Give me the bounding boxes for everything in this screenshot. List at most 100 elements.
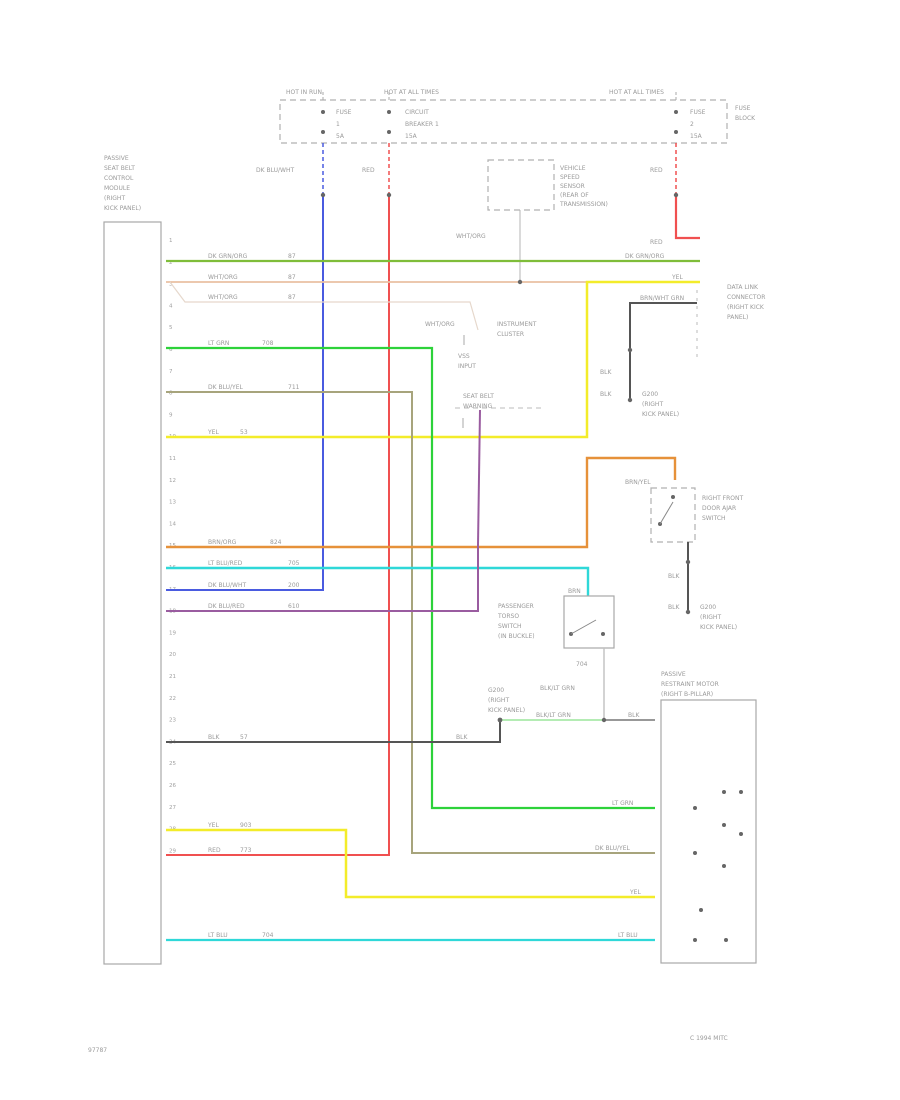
module-pin-25: 25 [169,761,176,767]
module-pin-5: 5 [169,325,173,331]
module-pin-26: 26 [169,783,176,789]
fuse-left-terminal-bottom [321,130,325,134]
instrument-cluster: WHT/ORG INSTRUMENT CLUSTER VSS INPUT [425,321,537,370]
motor-name-2: RESTRAINT MOTOR [661,681,719,688]
door-blk-label-2: BLK [668,604,680,611]
wire-label-w2b: 87 [288,253,296,260]
breaker-amp: 15A [405,133,418,140]
breaker-terminal-top [387,110,391,114]
wire-label-w3a: WHT/ORG [208,274,238,281]
ground1-name-1: G200 [642,391,658,398]
vss-input-1: VSS [458,353,470,360]
wire-label-w22a: YEL [207,822,219,829]
hot-label-1: HOT IN RUN [286,89,322,96]
breaker-terminal-bottom [387,130,391,134]
wire-label-w6b: 711 [288,384,300,391]
module-pin-11: 11 [169,456,176,462]
wire-pin-19-blk: BLK 57 BLK [166,717,503,743]
seat-belt-name-2: WARNING [463,403,493,410]
wire-pin-22-yel: YEL 903 YEL [166,822,655,899]
dlc-name-2: CONNECTOR [727,294,765,301]
hot-label-3: HOT AT ALL TIMES [609,89,664,96]
wire-pin-6-dk-blu-yel: DK BLU/YEL 711 DK BLU/YEL [166,384,655,854]
door-top-label: BRN/YEL [625,479,651,486]
door-ajar-switch: BRN/YEL RIGHT FRONT DOOR AJAR SWITCH BLK… [625,479,744,631]
wire-label-w26b: 704 [262,932,274,939]
motor-outline [660,699,757,964]
wire-label-w14b: 610 [288,603,300,610]
wire-label-w13b: 200 [288,582,300,589]
door-switch-name-3: SWITCH [702,515,726,522]
module-pin-22: 22 [169,696,176,702]
fuse-left-amp: 5A [336,133,345,140]
wire-label-w12b: 705 [288,560,300,567]
module-pin-27: 27 [169,805,176,811]
hot-label-2: HOT AT ALL TIMES [384,89,439,96]
wire-pin-13-dk-blu-wht: DK BLU/WHT 200 [208,582,300,589]
dlc-name-4: PANEL) [727,314,748,321]
wire-label-speed: WHT/ORG [456,233,486,240]
fuse-block-name-1: FUSE [735,105,751,112]
wire-red-fuse2: RED RED [650,143,700,246]
ground2-name-3: KICK PANEL) [700,624,737,631]
module-name-1: PASSIVE [104,155,129,162]
ground1-name-3: KICK PANEL) [642,411,679,418]
motor-in-label-1: BLK/LT GRN [536,712,571,719]
fuse-block-name-2: BLOCK [735,115,756,122]
door-blk-label: BLK [668,573,680,580]
ground3-name-3: KICK PANEL) [488,707,525,714]
data-link-connector: DATA LINK CONNECTOR (RIGHT KICK PANEL) B… [600,284,765,418]
module-pin-13: 13 [169,500,176,506]
instrument-name-2: CLUSTER [497,331,524,338]
wire-label-w19b: 57 [240,734,248,741]
speed-sensor-name-3: SENSOR [560,183,585,190]
wire-label-w3c: YEL [671,274,683,281]
speed-sensor-outline [487,159,555,211]
wire-label-top-blu: DK BLU/WHT [256,167,294,174]
speed-sensor-name-5: TRANSMISSION) [559,201,608,208]
fuse-left-label: FUSE [336,109,352,116]
pass-switch-name-1: PASSENGER [498,603,534,610]
wire-label-w2c: DK GRN/ORG [625,253,665,260]
wire-pin-23-red: RED 773 [208,847,252,854]
wire-label-w14a: DK BLU/RED [208,603,245,610]
ground2-name-1: G200 [700,604,716,611]
wire-label-w11b: 824 [270,539,282,546]
wire-label-w19a: BLK [208,734,220,741]
wire-label-top-red: RED [362,167,375,174]
motor-r4-label: LT BLU [618,932,638,939]
pass-switch-name-4: (IN BUCKLE) [498,633,535,640]
wire-label-w7a: YEL [207,429,219,436]
seat-belt-control-module: PASSIVE SEAT BELT CONTROL MODULE (RIGHT … [103,155,176,965]
fuse-left-num: 1 [336,121,340,128]
wire-red-feed: RED [166,143,392,856]
ic-wire-label: WHT/ORG [425,321,455,328]
wire-label-w11a: BRN/ORG [208,539,237,546]
module-name-4: MODULE [104,185,130,192]
vss-input-2: INPUT [458,363,476,370]
door-switch-name-2: DOOR AJAR [702,505,736,512]
module-pin-14: 14 [169,521,176,527]
speed-sensor-name-2: SPEED [560,174,580,181]
motor-r1-label: LT GRN [612,800,633,807]
dlc-blk-grn-label: BLK [600,391,612,398]
module-pin-21: 21 [169,674,176,680]
module-pin-19: 19 [169,630,176,636]
motor-name-3: (RIGHT B-PILLAR) [661,691,713,698]
pass-top-label: BRN [568,588,581,595]
module-pin-3: 3 [169,282,173,288]
wire-label-top-red-2: RED [650,167,663,174]
ground3-name-2: (RIGHT [488,697,509,704]
fuse-right-terminal-top [674,110,678,114]
door-switch-outline [650,487,696,543]
motor-r2-label: DK BLU/YEL [595,845,630,852]
wire-pin-14-dk-blu-red: DK BLU/RED 610 [166,545,479,612]
instrument-name-1: INSTRUMENT [497,321,537,328]
wire-pin-5-lt-grn: LT GRN 708 LT GRN [166,340,655,810]
wire-label-w13a: DK BLU/WHT [208,582,246,589]
dlc-name-3: (RIGHT KICK [727,304,765,311]
module-pin-23: 23 [169,718,176,724]
ground2-name-2: (RIGHT [700,614,721,621]
wire-label-w5b: 708 [262,340,274,347]
